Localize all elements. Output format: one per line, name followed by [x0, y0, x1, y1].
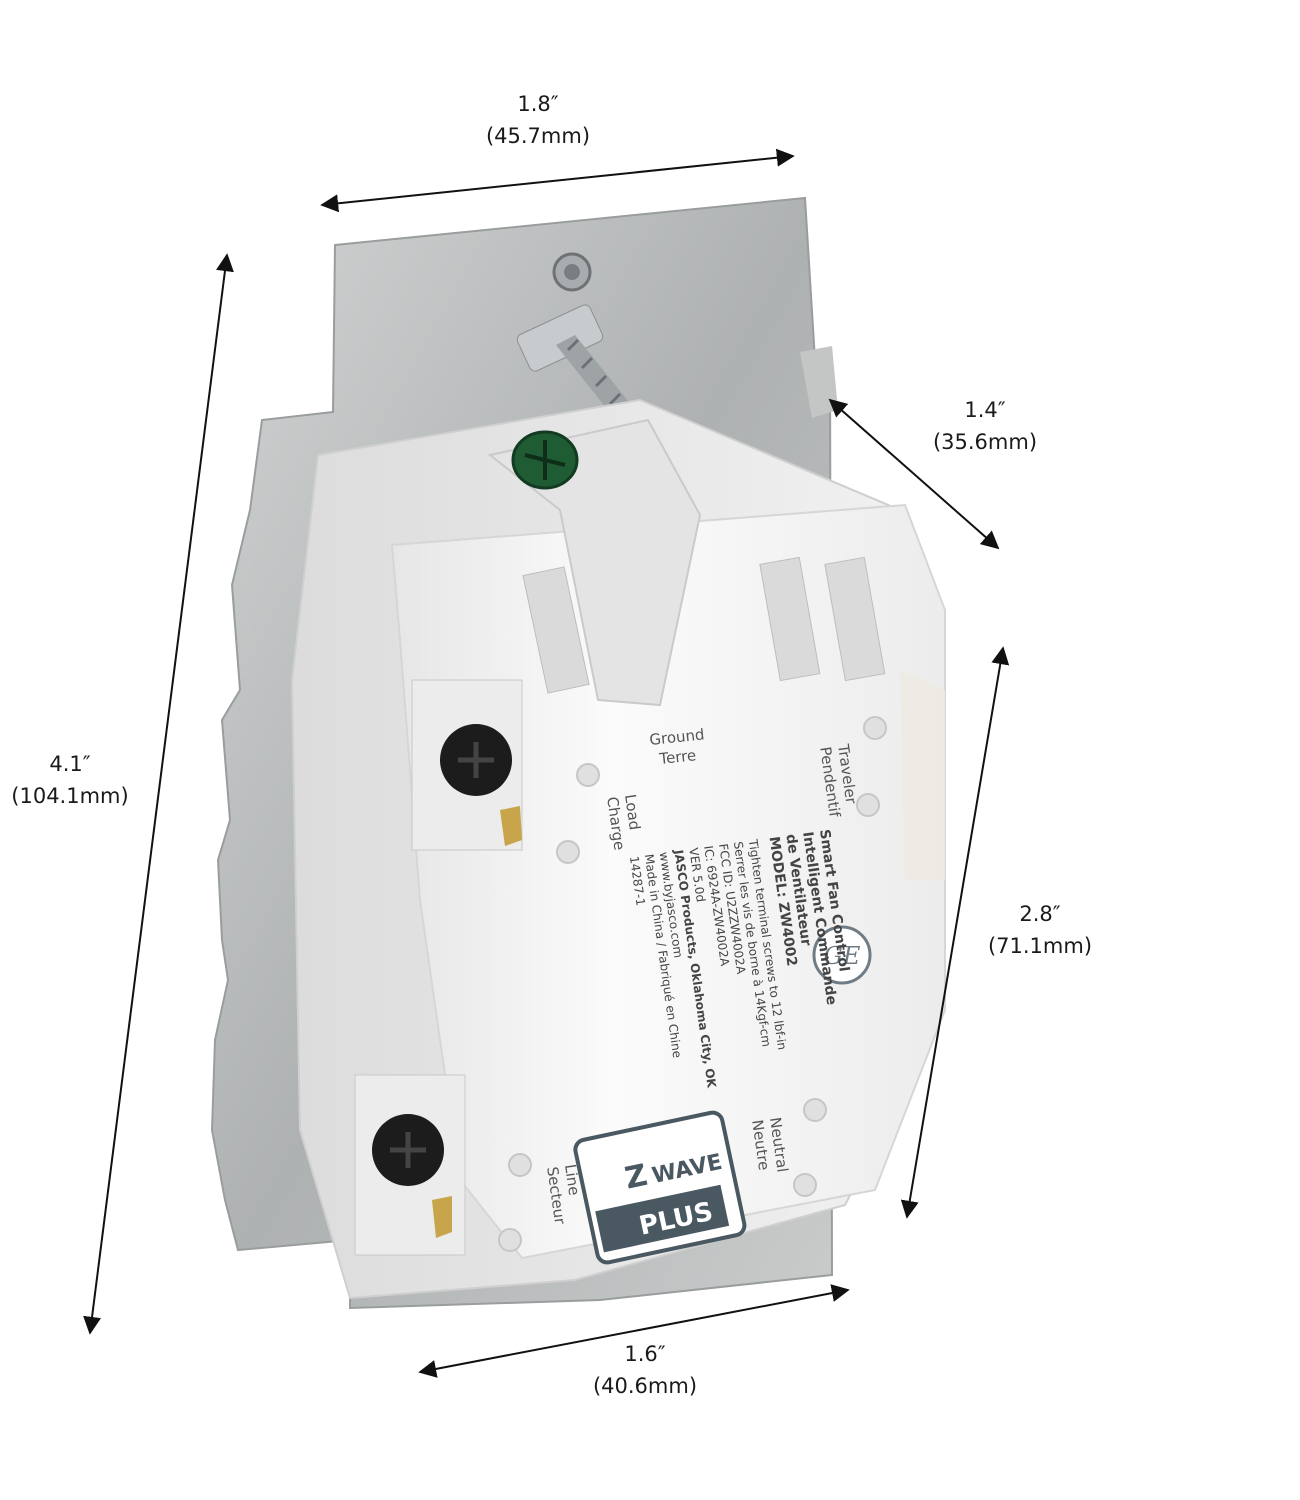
product-detail-line: 14287-1 — [627, 855, 648, 907]
zwave-plus-badge: Z WAVE PLUS — [573, 1110, 747, 1265]
top-width-mm: (45.7mm) — [485, 124, 591, 148]
line-label: Line — [561, 1163, 583, 1196]
bottom-width-inches: 1.6″ — [624, 1342, 666, 1366]
bottom-width-dimension: 1.6″ (40.6mm) — [565, 1338, 725, 1402]
body-height-dimension: 2.8″ (71.1mm) — [960, 898, 1120, 962]
top-width-arrow — [320, 148, 795, 213]
bottom-width-arrow — [418, 1284, 850, 1378]
load-terminal-screw — [411, 679, 523, 851]
top-width-inches: 1.8″ — [517, 92, 559, 116]
top-width-dimension: 1.8″ (45.7mm) — [438, 88, 638, 152]
body-height-arrow — [900, 646, 1010, 1219]
depth-mm: (35.6mm) — [932, 430, 1038, 454]
bottom-width-mm: (40.6mm) — [592, 1374, 698, 1398]
dimension-arrows — [83, 148, 1010, 1378]
height-arrow — [83, 253, 234, 1335]
wire-holes — [498, 716, 887, 1252]
line-terminal-screw — [354, 1074, 466, 1256]
switch-body — [290, 398, 946, 1300]
ground-screw — [511, 430, 579, 490]
body-height-mm: (71.1mm) — [987, 934, 1093, 958]
height-dimension: 4.1″ (104.1mm) — [0, 748, 140, 812]
depth-dimension: 1.4″ (35.6mm) — [905, 394, 1065, 458]
svg-text:GE: GE — [824, 942, 861, 970]
depth-inches: 1.4″ — [964, 398, 1006, 422]
height-mm: (104.1mm) — [11, 784, 129, 808]
ge-logo-icon: GE — [812, 925, 872, 985]
depth-arrow — [828, 398, 1000, 550]
ground-label-fr: Terre — [658, 746, 697, 768]
height-inches: 4.1″ — [49, 752, 91, 776]
body-height-inches: 2.8″ — [1019, 902, 1061, 926]
ground-label: Ground — [649, 725, 706, 749]
load-label: Load — [621, 793, 644, 831]
